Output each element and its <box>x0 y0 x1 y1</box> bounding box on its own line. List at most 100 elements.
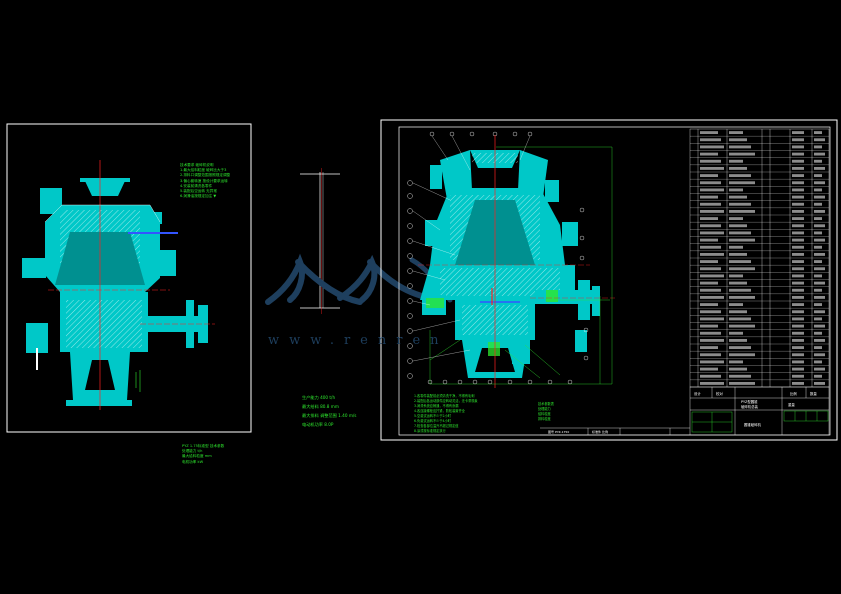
parts-row-text <box>729 174 751 178</box>
parts-row-text <box>792 209 804 213</box>
parts-row-text <box>792 303 804 307</box>
parts-row-text <box>792 238 804 242</box>
left-sheet <box>6 123 252 433</box>
parts-row-text <box>814 331 822 335</box>
note-line: 3.润滑系统应畅通，不得有渗漏 <box>414 404 459 408</box>
parts-row-text <box>814 281 825 285</box>
parts-row-text <box>700 138 721 142</box>
parts-row-text <box>700 260 718 264</box>
note-line: 处理能力 t/h <box>182 449 203 454</box>
parts-row-text <box>814 310 825 314</box>
parts-row-text <box>814 324 825 328</box>
parts-row-text <box>729 188 743 192</box>
parts-row-text <box>814 274 822 278</box>
parts-row-text <box>792 181 804 185</box>
parts-row-text <box>729 252 747 256</box>
note-line: 2.装配后各运动部件应转动灵活，无卡滞现象 <box>414 399 478 403</box>
left-technical-notes: 技术要求 破碎机说明 1.最大给料粒度 破碎比大于3 2.排料口调整范围按照规定… <box>180 163 230 199</box>
title-scale: 比例 <box>790 391 797 396</box>
right-technical-notes: 1.各零件装配前必须清洗干净，不得有毛刺 2.装配后各运动部件应转动灵活，无卡滞… <box>414 394 478 434</box>
parts-row-text <box>814 159 822 163</box>
parts-row-text <box>814 252 825 256</box>
spec-line: 生产能力 400 t/h <box>302 395 336 400</box>
note-line: 3.偏心套转速 按设计要求运转 <box>180 178 228 183</box>
parts-row-text <box>700 310 721 314</box>
parts-row-text <box>700 324 718 328</box>
parts-row-text <box>729 209 755 213</box>
parts-row-text <box>792 202 804 206</box>
parts-row-text <box>700 346 718 350</box>
parts-row-text <box>729 274 743 278</box>
title-block-text: 设计 校对 比例 数量 PYZ型圆锥 破碎机总装 重量 圆锥破碎机 <box>694 391 817 427</box>
parts-row-text <box>792 231 804 235</box>
parts-row-text <box>700 274 724 278</box>
parts-row-text <box>700 195 718 199</box>
parts-row-text <box>700 288 721 292</box>
parts-row-text <box>700 331 721 335</box>
parts-row-text <box>792 367 804 371</box>
parts-row-text <box>814 267 825 271</box>
parts-row-text <box>700 145 724 149</box>
parts-row-text <box>792 224 804 228</box>
parts-row-text <box>729 331 743 335</box>
spec-line: 电动机功率 8.0P <box>302 422 334 427</box>
right-side-notes: 技术参数表 处理能力 给料粒度 排料粒度 <box>538 402 554 422</box>
parts-row-text <box>729 245 743 249</box>
spec-line: 最大给料 80.8 mm <box>302 404 339 409</box>
parts-row-text <box>792 267 804 271</box>
parts-row-text <box>700 238 718 242</box>
parts-row-text <box>792 281 804 285</box>
parts-row-text <box>792 317 804 321</box>
parts-row-text <box>700 181 721 185</box>
parts-row-text <box>729 338 747 342</box>
parts-row-text <box>700 303 718 307</box>
parts-row-text <box>814 260 822 264</box>
parts-row-text <box>700 295 724 299</box>
parts-row-text <box>700 231 724 235</box>
parts-row-text <box>729 195 747 199</box>
parts-row-text <box>814 288 822 292</box>
left-crusher-section <box>22 160 215 410</box>
note-line: 1.最大给料粒度 破碎比大于3 <box>180 168 227 173</box>
note-line: 电机功率 kW <box>182 459 204 464</box>
parts-row-text <box>700 267 721 271</box>
parts-row-text <box>729 202 751 206</box>
parts-row-text <box>814 181 825 185</box>
parts-row-text <box>700 381 724 385</box>
parts-row-text <box>729 288 751 292</box>
parts-row-text <box>814 238 825 242</box>
parts-row-text <box>792 195 804 199</box>
parts-row-text <box>700 360 724 364</box>
watermark-url: www.renren <box>268 333 449 348</box>
parts-row-text <box>700 317 724 321</box>
note-line: 处理能力 <box>538 407 551 411</box>
right-crusher-section <box>412 131 615 388</box>
parts-row-text <box>700 152 718 156</box>
parts-row-text <box>792 166 804 170</box>
left-sheet-frame <box>6 123 252 433</box>
title-checker: 校对 <box>716 391 723 396</box>
parts-row-text <box>729 260 751 264</box>
parts-row-text <box>792 174 804 178</box>
parts-row-text <box>700 166 724 170</box>
parts-row-text <box>792 252 804 256</box>
middle-spec-block: 生产能力 400 t/h 最大给料 80.8 mm 最大排料 调整范围 1.40… <box>302 393 357 429</box>
middle-shaft-detail <box>300 168 340 314</box>
parts-row-text <box>814 245 822 249</box>
parts-row-text <box>729 217 743 221</box>
parts-row-text <box>729 303 743 307</box>
parts-row-text <box>700 188 724 192</box>
parts-row-text <box>814 145 822 149</box>
balloon-column-left <box>407 180 413 379</box>
parts-row-text <box>729 324 755 328</box>
parts-row-text <box>814 381 825 385</box>
parts-list-rows <box>690 131 829 385</box>
parts-row-text <box>700 281 718 285</box>
note-line: 技术参数表 <box>538 402 554 406</box>
parts-row-text <box>814 360 822 364</box>
parts-row-text <box>792 360 804 364</box>
parts-row-text <box>814 295 825 299</box>
parts-row-text <box>700 209 724 213</box>
title-designer: 设计 <box>694 391 701 396</box>
